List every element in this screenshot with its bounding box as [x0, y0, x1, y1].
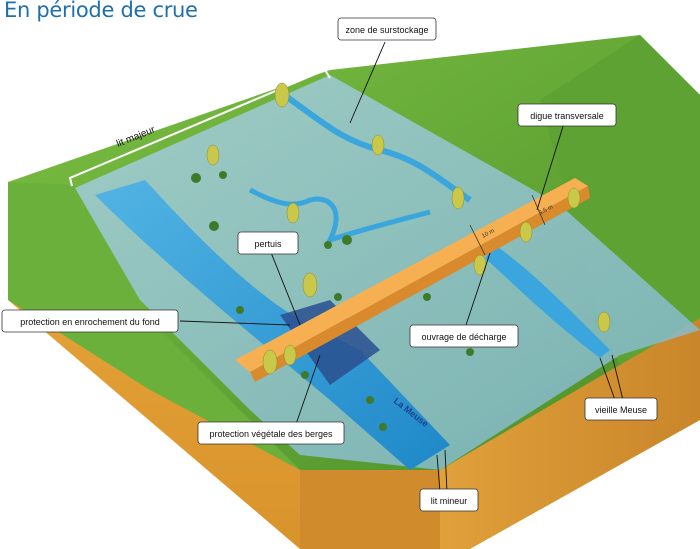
- lit-majeur-bracket: [68, 68, 331, 187]
- side-channel: [248, 187, 431, 245]
- flood-zone: [75, 75, 700, 470]
- label-zone-surstockage: zone de surstockage: [337, 17, 437, 41]
- label-digue-transversale: digue transversale: [517, 103, 617, 127]
- dim-line-10m: [469, 224, 486, 256]
- label-text-vieille-meuse: vieille Meuse: [595, 405, 647, 415]
- bushes: [191, 171, 474, 431]
- dike-side: [250, 186, 590, 382]
- trees: [206, 82, 611, 375]
- old-meuse-channel: [485, 245, 610, 358]
- label-vieille-meuse: vieille Meuse: [584, 397, 658, 421]
- rock-protection: [280, 300, 380, 385]
- main-river: [95, 180, 450, 470]
- label-text-digue-transversale: digue transversale: [530, 111, 604, 121]
- label-text-zone-surstockage: zone de surstockage: [345, 25, 428, 35]
- label-text-protection-fond: protection en enrochement du fond: [20, 317, 160, 327]
- soil-front-face: [300, 455, 470, 549]
- soil-right-face: [440, 318, 700, 549]
- dim-line-3-5m: [531, 194, 546, 226]
- label-protection-berges: protection végétale des berges: [197, 421, 345, 445]
- dim-label-10m: 10 m: [481, 228, 496, 240]
- label-lit-mineur: lit mineur: [419, 488, 479, 512]
- label-ouvrage-decharge: ouvrage de décharge: [409, 324, 519, 348]
- dike-top: [235, 178, 588, 372]
- label-protection-fond: protection en enrochement du fond: [1, 309, 179, 333]
- label-text-protection-berges: protection végétale des berges: [209, 429, 333, 439]
- label-text-lit-mineur: lit mineur: [431, 496, 468, 506]
- label-text-ouvrage-decharge: ouvrage de décharge: [421, 332, 506, 342]
- leader-lines: [179, 41, 624, 493]
- label-text-pertuis: pertuis: [254, 239, 282, 249]
- page-title: En période de crue: [4, 0, 198, 22]
- label-pertuis: pertuis: [237, 231, 299, 255]
